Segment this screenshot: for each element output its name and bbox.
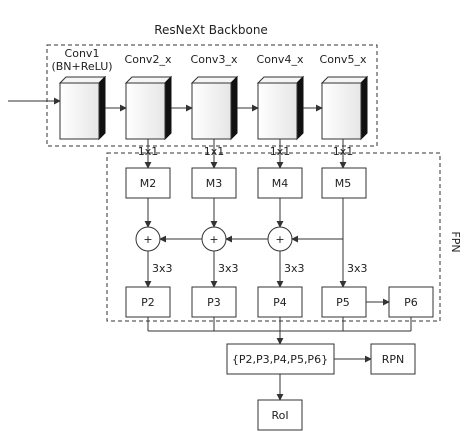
p6-box xyxy=(388,286,434,318)
conv2-block xyxy=(124,75,173,141)
conv1-label: Conv1 xyxy=(65,47,100,60)
lateral-label-m5: 1x1 xyxy=(333,145,354,158)
p2-label: P2 xyxy=(141,296,155,309)
lateral-label-m3: 1x1 xyxy=(204,145,225,158)
p5-box xyxy=(321,286,367,318)
features-box xyxy=(226,343,335,375)
p6-label: P6 xyxy=(404,296,418,309)
rpn-box xyxy=(370,343,416,375)
p4-label: P4 xyxy=(273,296,287,309)
rpn-label: RPN xyxy=(382,353,405,366)
p3-box xyxy=(191,286,237,318)
p3-label: P3 xyxy=(207,296,221,309)
plus-sign-p4: + xyxy=(275,233,284,246)
roi-label: RoI xyxy=(271,409,288,422)
plus-sign-p2: + xyxy=(143,233,152,246)
m3-label: M3 xyxy=(206,177,223,190)
conv2-label: Conv2_x xyxy=(125,53,172,66)
m3-box xyxy=(191,167,237,199)
lateral-label-m2: 1x1 xyxy=(138,145,159,158)
m5-box xyxy=(321,167,367,199)
lateral-label-m4: 1x1 xyxy=(270,145,291,158)
conv5-label: Conv5_x xyxy=(320,53,367,66)
backbone-title: ResNeXt Backbone xyxy=(154,23,268,37)
conv4-block xyxy=(256,75,305,141)
m2-label: M2 xyxy=(140,177,157,190)
plus-sign-p3: + xyxy=(209,233,218,246)
conv3-label: Conv3_x xyxy=(191,53,238,66)
m4-box xyxy=(257,167,303,199)
roi-box xyxy=(257,399,303,431)
smooth-label-p2: 3x3 xyxy=(152,262,173,275)
fpn-frame xyxy=(106,152,441,322)
p2-box xyxy=(125,286,171,318)
conv1-block xyxy=(58,75,107,141)
m2-box xyxy=(125,167,171,199)
m4-label: M4 xyxy=(272,177,289,190)
fpn-title: FPN xyxy=(449,231,462,252)
smooth-label-p3: 3x3 xyxy=(218,262,239,275)
conv1-sublabel: (BN+ReLU) xyxy=(51,60,112,73)
p5-label: P5 xyxy=(336,296,350,309)
backbone-frame xyxy=(46,44,378,147)
smooth-label-p5: 3x3 xyxy=(347,262,368,275)
conv5-block xyxy=(320,75,369,141)
conv3-block xyxy=(190,75,239,141)
smooth-label-p4: 3x3 xyxy=(284,262,305,275)
m5-label: M5 xyxy=(335,177,352,190)
conv4-label: Conv4_x xyxy=(257,53,304,66)
features-label: {P2,P3,P4,P5,P6} xyxy=(232,353,328,366)
